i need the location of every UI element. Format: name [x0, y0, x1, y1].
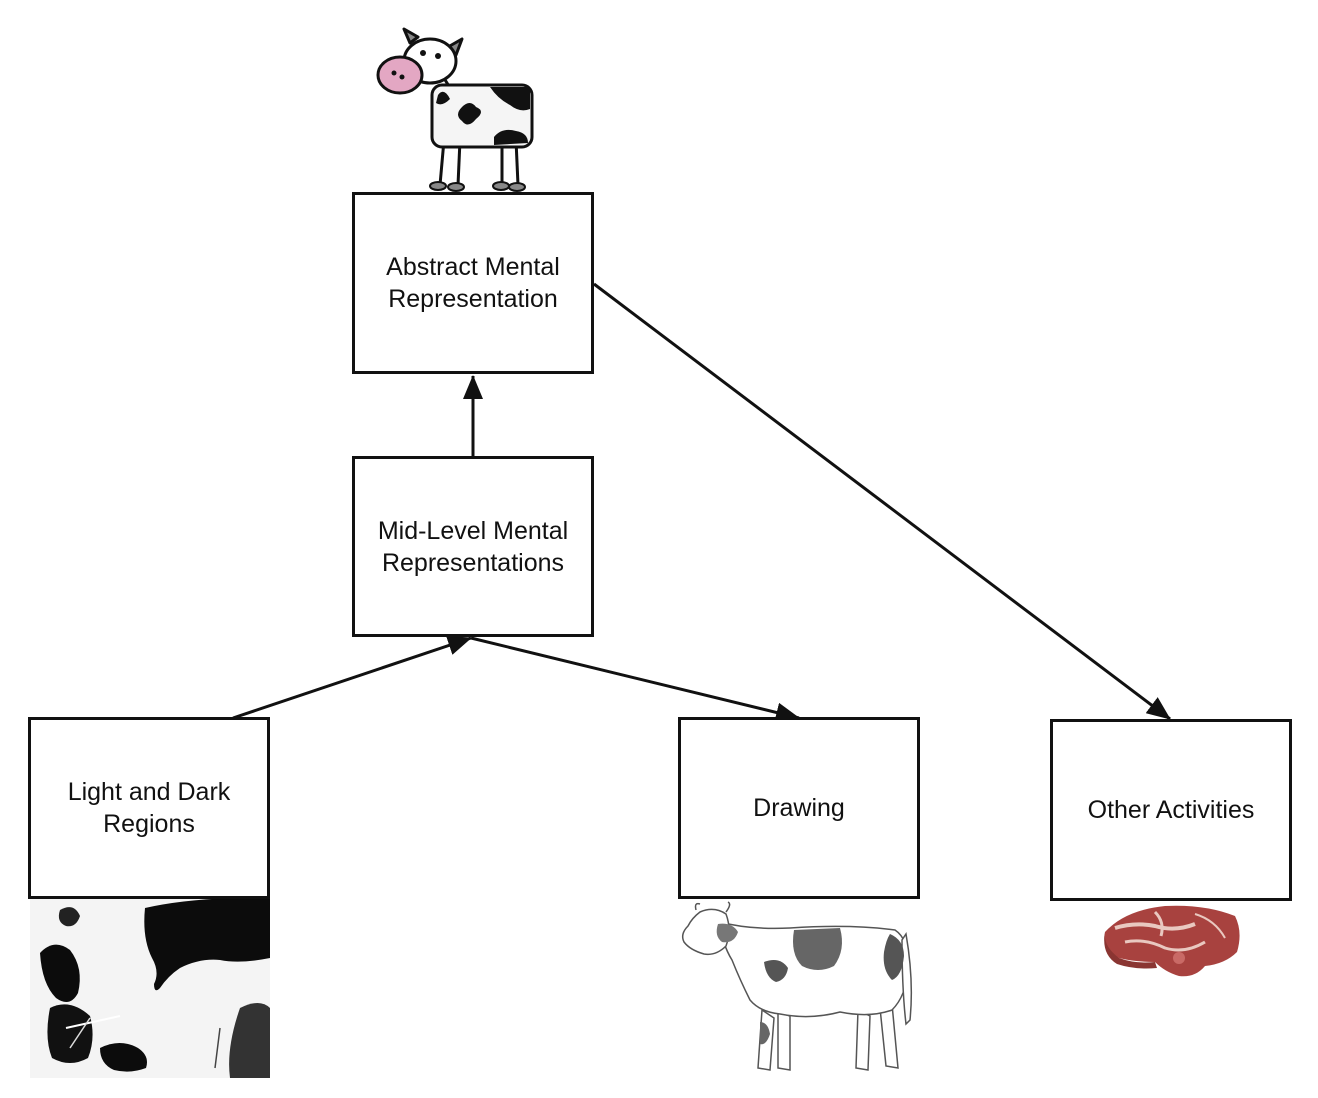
raw-steak-illustration: [1104, 905, 1240, 977]
high-contrast-cow-photo: [30, 898, 270, 1078]
node-light-and-dark-regions: Light and Dark Regions: [28, 717, 270, 899]
edge-abstract-to-other: [593, 282, 1171, 721]
node-mid-level-mental-representations: Mid-Level Mental Representations: [352, 456, 594, 637]
node-label-line2: Representation: [388, 285, 558, 313]
node-label-line2: Regions: [103, 810, 195, 838]
edge-midlevel-to-drawing: [470, 636, 800, 723]
node-label-line1: Mid-Level Mental: [377, 516, 569, 545]
node-label-line1: Light and Dark: [67, 778, 231, 806]
node-other-activities: Other Activities: [1050, 719, 1292, 901]
cartoon-cow-illustration: [376, 27, 534, 192]
node-label-line1: Abstract Mental: [386, 253, 560, 281]
node-label-line1: Other Activities: [1087, 796, 1255, 824]
node-label-line2: Representations: [381, 548, 565, 577]
edge-lightdark-to-midlevel: [232, 635, 472, 720]
node-drawing: Drawing: [678, 717, 920, 899]
node-abstract-mental-representation: Abstract Mental Representation: [352, 192, 594, 374]
node-label-line1: Drawing: [753, 794, 845, 822]
sketched-cow-illustration: [681, 901, 913, 1071]
